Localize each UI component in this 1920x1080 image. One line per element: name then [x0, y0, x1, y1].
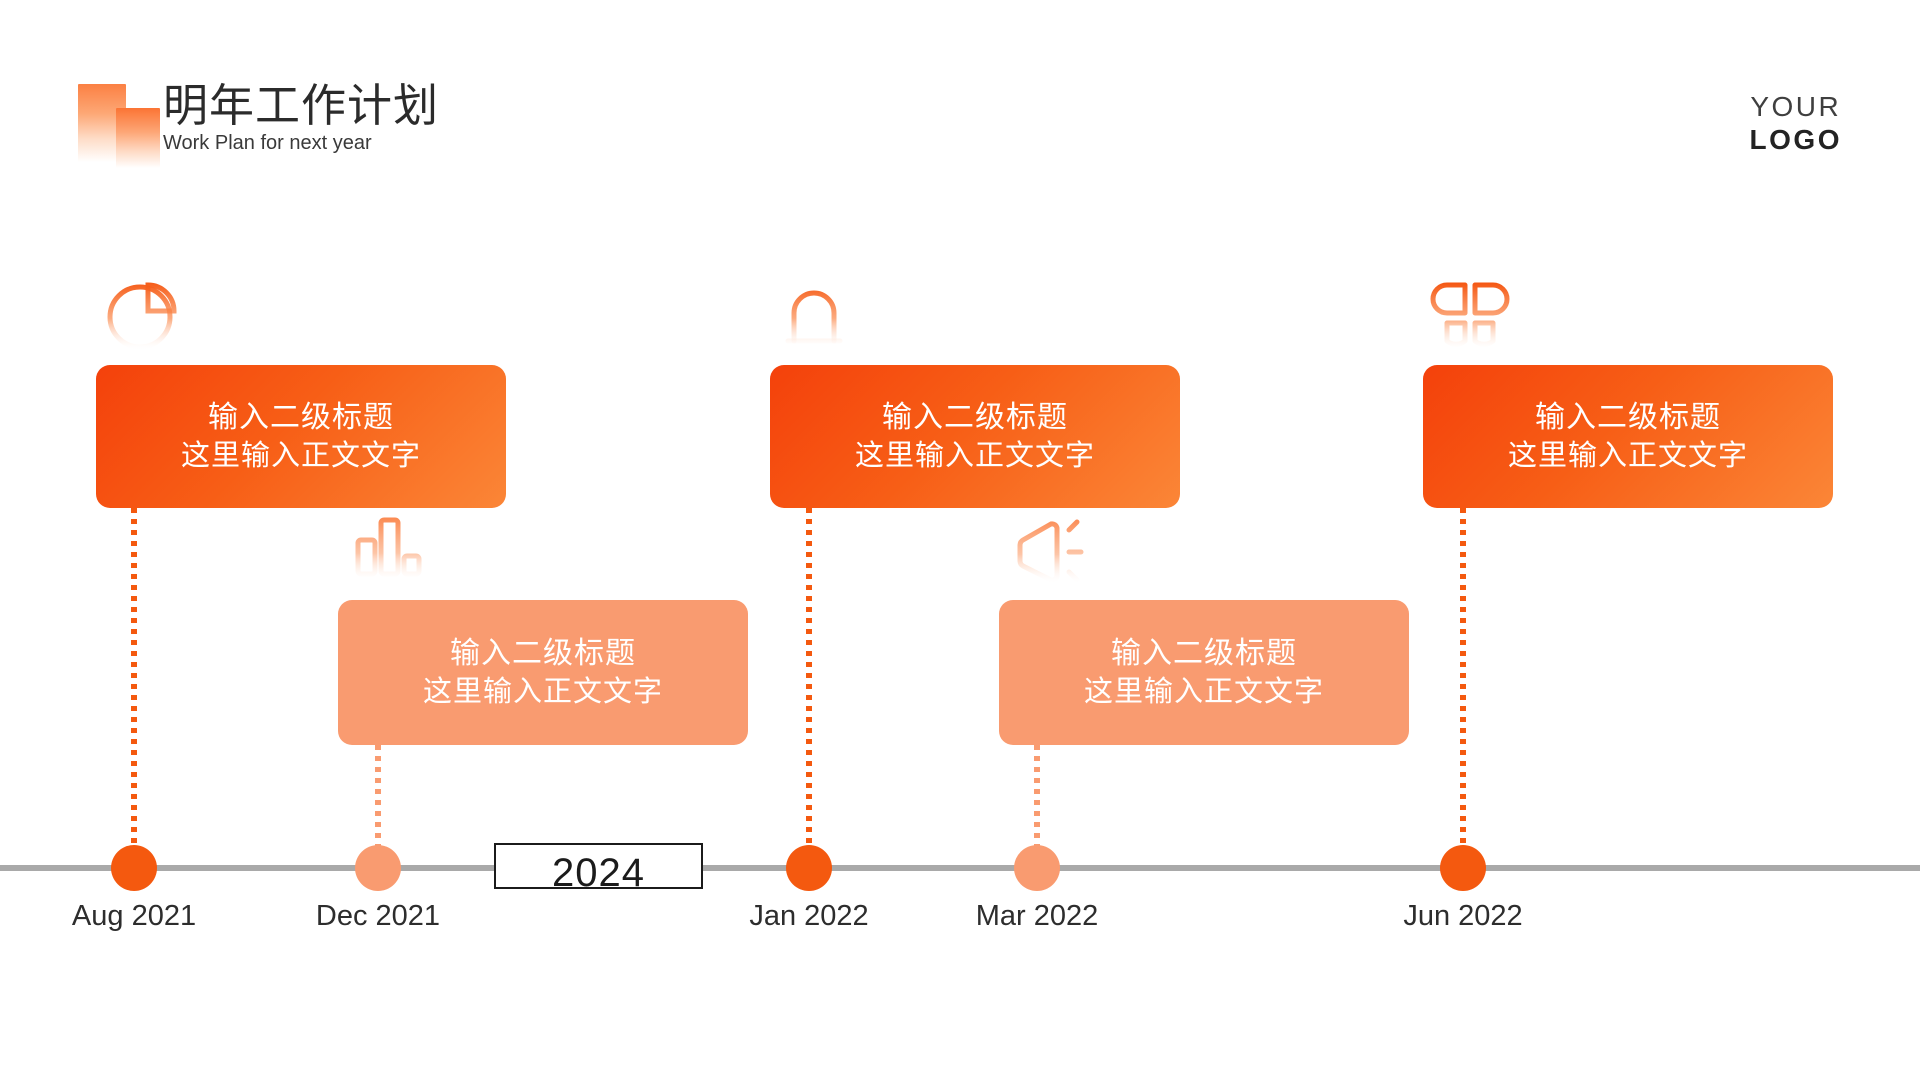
- milestone-connector: [131, 508, 137, 848]
- year-badge-label: 2024: [552, 850, 645, 895]
- milestone-date-label: Jan 2022: [749, 900, 869, 932]
- milestone-date-label: Dec 2021: [315, 900, 441, 932]
- logo-placeholder: YOUR LOGO: [1750, 90, 1842, 156]
- milestone-dot[interactable]: [1014, 845, 1060, 891]
- speaker-icon: [1007, 510, 1091, 590]
- logo-line-top: YOUR: [1750, 91, 1842, 122]
- milestone-card[interactable]: 输入二级标题这里输入正文文字: [338, 600, 748, 745]
- page-subtitle: Work Plan for next year: [163, 131, 372, 154]
- milestone-connector: [806, 508, 812, 848]
- milestone-card[interactable]: 输入二级标题这里输入正文文字: [999, 600, 1409, 745]
- brand-mark-icon: [78, 84, 164, 168]
- logo-line-bottom: LOGO: [1749, 124, 1842, 156]
- bell-icon: [778, 275, 862, 355]
- milestone-card-body: 这里输入正文文字: [854, 440, 1095, 473]
- milestone-card-title: 输入二级标题: [450, 636, 636, 670]
- milestone-dot[interactable]: [1440, 845, 1486, 891]
- brand-mark-bar-short: [116, 108, 160, 168]
- apps-grid-icon: [1430, 275, 1515, 355]
- header-text-group: 明年工作计划 Work Plan for next year: [163, 82, 439, 154]
- milestone-card-body: 这里输入正文文字: [422, 676, 663, 709]
- milestone-date-label: Jun 2022: [1403, 900, 1523, 932]
- milestone-date-label: Mar 2022: [975, 900, 1099, 932]
- year-badge-box: [494, 843, 703, 889]
- milestone-card-title: 输入二级标题: [208, 400, 394, 434]
- bar-chart-icon: [346, 510, 430, 590]
- milestone-dot[interactable]: [355, 845, 401, 891]
- milestone-card-title: 输入二级标题: [882, 400, 1068, 434]
- milestone-card-body: 这里输入正文文字: [180, 440, 421, 473]
- milestone-card-title: 输入二级标题: [1111, 636, 1297, 670]
- milestone-connector: [1034, 745, 1040, 848]
- milestone-card-title: 输入二级标题: [1535, 400, 1721, 434]
- milestone-connector: [375, 745, 381, 848]
- page-title: 明年工作计划: [163, 80, 440, 131]
- milestone-card[interactable]: 输入二级标题这里输入正文文字: [96, 365, 506, 508]
- timeline-axis: [0, 865, 1920, 871]
- milestone-card[interactable]: 输入二级标题这里输入正文文字: [770, 365, 1180, 508]
- milestone-dot[interactable]: [786, 845, 832, 891]
- milestone-connector: [1460, 508, 1466, 848]
- milestone-card-body: 这里输入正文文字: [1507, 440, 1748, 473]
- milestone-card-body: 这里输入正文文字: [1083, 676, 1324, 709]
- pie-chart-icon: [104, 275, 188, 355]
- milestone-dot[interactable]: [111, 845, 157, 891]
- milestone-card[interactable]: 输入二级标题这里输入正文文字: [1423, 365, 1833, 508]
- milestone-date-label: Aug 2021: [71, 900, 197, 932]
